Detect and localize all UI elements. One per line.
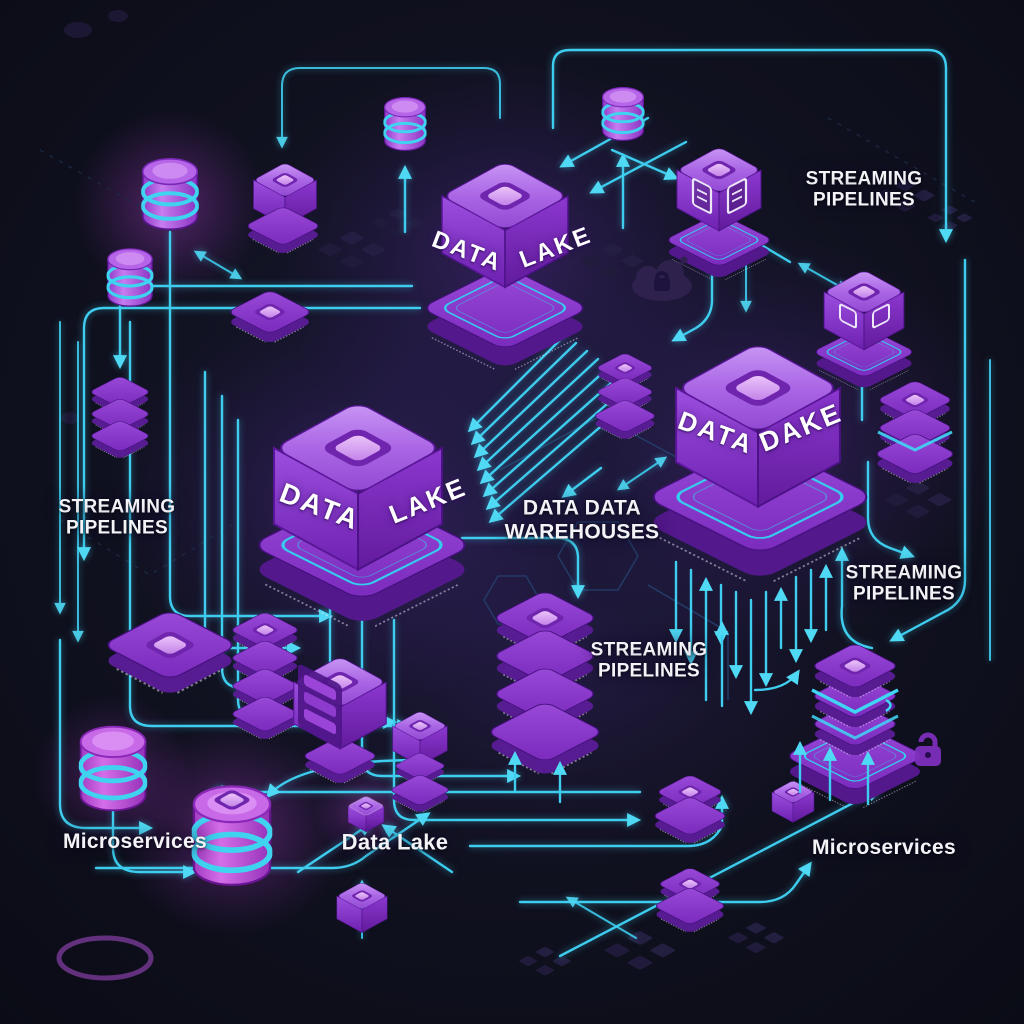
label-streaming-pipelines-right: STREAMING PIPELINES [845,562,963,605]
cloud-security-icon [632,256,692,301]
glow-cube-data-lake [348,796,384,832]
flow-lines [54,48,991,958]
database-cylinder-top-center [385,98,426,151]
label-data-lake-bottom: Data Lake [341,829,449,855]
database-cylinder-bottom-left [81,727,146,811]
database-cylinder-left [108,249,152,306]
label-streaming-pipelines-top-right: STREAMING PIPELINES [805,168,923,211]
nodes [81,88,957,935]
stacked-slabs-right [873,380,957,486]
server-rack-icon-left [294,657,386,786]
label-data-warehouses: DATA DATA WAREHOUSES [504,496,660,543]
flow-lines-over [507,560,876,806]
label-microservices-left: Microservices [63,830,207,854]
server-rack-icon-right [783,643,927,809]
database-cylinder-top-mid [603,88,644,141]
stacked-slabs-left [88,375,152,460]
background-glyphs [39,10,981,981]
label-streaming-pipelines-center: STREAMING PIPELINES [590,639,708,682]
database-cylinder-top-left [143,159,197,229]
stacked-slabs-center-small [592,353,658,441]
label-microservices-right: Microservices [812,836,956,860]
lock-icon [915,732,941,766]
services-cube-right [811,270,917,391]
label-streaming-pipelines-left: STREAMING PIPELINES [58,496,176,539]
